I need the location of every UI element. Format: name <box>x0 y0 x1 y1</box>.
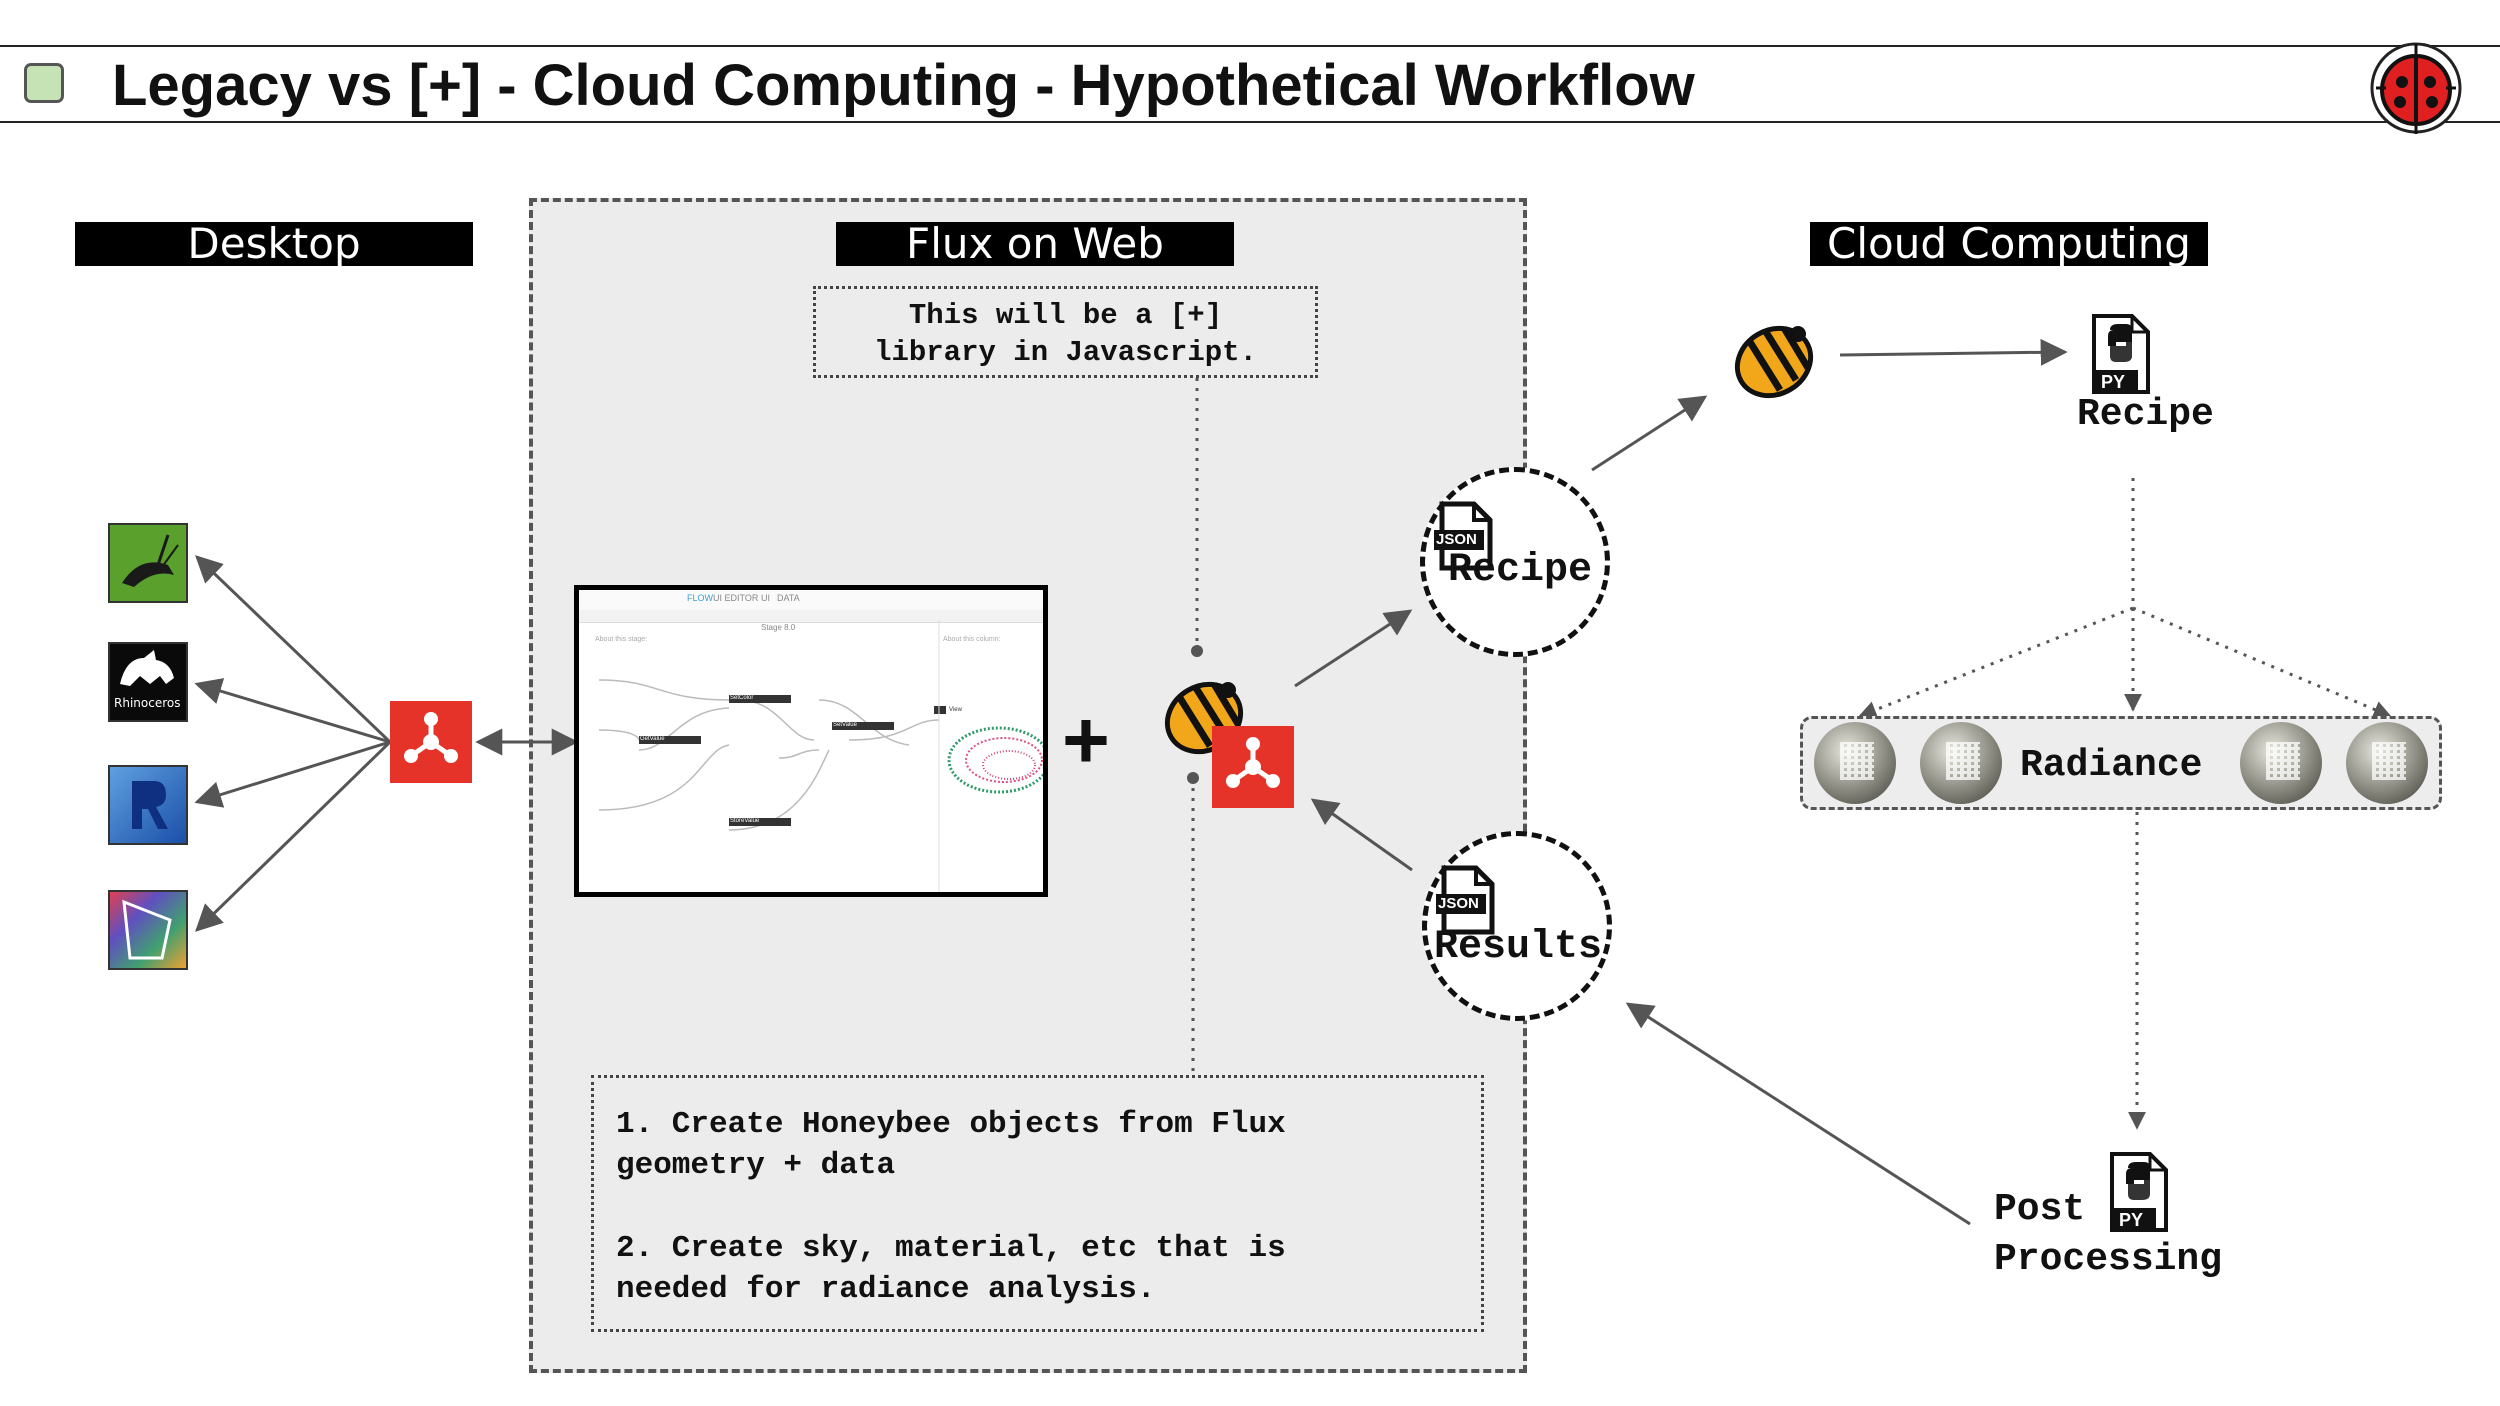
flux-logo-icon <box>1226 737 1280 788</box>
screen-node-setcolor: SetColor <box>730 695 754 701</box>
python-doc-icon <box>2110 1152 2168 1232</box>
steps-note: 1. Create Honeybee objects from Flux geo… <box>591 1075 1484 1332</box>
flux-web-icon <box>1212 726 1294 808</box>
library-note: This will be a [+] library in Javascript… <box>813 286 1318 378</box>
python-doc-icon <box>2092 314 2150 394</box>
desktop-header: Desktop <box>75 222 473 266</box>
recipe-py-badge: PY <box>2101 372 2126 392</box>
json-file-icon: JSON <box>1432 500 1496 572</box>
library-note-text: This will be a [+] library in Javascript… <box>874 299 1257 369</box>
post-label-line1: Post <box>1994 1188 2086 1231</box>
step-1-text: 1. Create Honeybee objects from Flux geo… <box>616 1107 1286 1183</box>
screen-tab-flow: FLOW <box>687 593 713 603</box>
screen-tab-data: DATA <box>777 593 800 603</box>
grasshopper-icon <box>122 534 179 587</box>
screen-view-label: View <box>949 707 962 713</box>
flux-hub-icon <box>390 701 472 783</box>
screen-node-getvalue: GetValue <box>640 736 665 742</box>
json-doc-icon <box>1434 501 1493 571</box>
screen-node-setvalue: SetValue <box>833 722 857 728</box>
radiance-node-3-icon <box>2240 722 2322 804</box>
revit-icon <box>132 781 168 829</box>
recipe-python-file-icon: PY <box>2088 312 2154 396</box>
screen-right-note: About this column: <box>943 636 1001 643</box>
honeybee-cloud-icon <box>1734 325 1814 399</box>
screen-tab-ui: UI <box>761 593 770 603</box>
grasshopper-app-icon <box>108 523 188 603</box>
dynamo-icon <box>122 899 172 960</box>
json-doc-icon <box>1436 865 1495 935</box>
rhino-icon <box>120 650 174 686</box>
flux-logo-icon <box>404 712 458 763</box>
flux-flow-screenshot: FLOW UI EDITOR UI DATA Stage 8.0 About t… <box>574 585 1048 897</box>
json-file-icon-2: JSON <box>1434 864 1498 936</box>
rhino-label: Rhinoceros <box>114 696 181 710</box>
plus-sign: + <box>1062 695 1110 786</box>
screen-node-storevalue: StoreValue <box>730 818 760 824</box>
dynamo-app-icon <box>108 890 188 970</box>
screen-column-bar <box>579 610 1043 623</box>
radiance-node-4-icon <box>2346 722 2428 804</box>
step-2-text: 2. Create sky, material, etc that is nee… <box>616 1231 1286 1307</box>
radiance-node-1-icon <box>1814 722 1896 804</box>
radiance-node-2-icon <box>1920 722 2002 804</box>
flux-header: Flux on Web <box>836 222 1234 266</box>
screen-node-graph <box>598 620 1043 892</box>
post-label-line2: Processing <box>1994 1238 2223 1281</box>
screen-left-note: About this stage: <box>595 636 648 643</box>
rhino-app-icon: Rhinoceros <box>108 642 188 722</box>
json-recipe-badge: JSON <box>1436 531 1477 548</box>
top-rule <box>0 45 2500 47</box>
screen-stage-label: Stage 8.0 <box>761 623 796 632</box>
radiance-label: Radiance <box>2020 744 2203 787</box>
page-title: Legacy vs [+] - Cloud Computing - Hypoth… <box>112 53 1695 118</box>
json-results-badge: JSON <box>1438 895 1479 912</box>
json-recipe-label: Recipe <box>1448 548 1593 593</box>
ladybug-logo-icon <box>2370 42 2462 134</box>
bottom-rule <box>0 121 2500 123</box>
cloud-header: Cloud Computing <box>1810 222 2208 266</box>
cloud-recipe-label: Recipe <box>2077 393 2214 436</box>
post-py-badge: PY <box>2119 1210 2144 1230</box>
title-square-icon <box>24 63 64 103</box>
radiance-cluster <box>1800 716 2442 810</box>
post-python-file-icon: PY <box>2106 1150 2172 1234</box>
json-results-label: Results <box>1434 925 1603 970</box>
screen-tab-ui-editor: UI EDITOR <box>713 593 759 603</box>
revit-app-icon <box>108 765 188 845</box>
